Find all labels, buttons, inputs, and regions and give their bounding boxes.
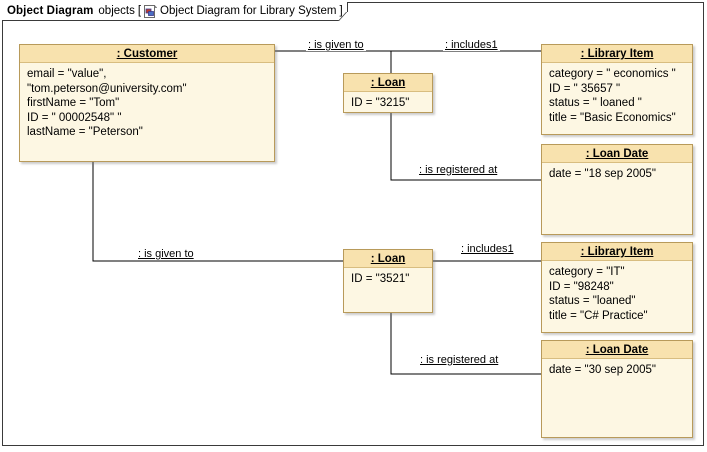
slot-title: title = "Basic Economics" <box>549 111 676 124</box>
loan-object-3521-header: : Loan <box>344 250 432 268</box>
loan-object-3521[interactable]: : Loan ID = "3521" <box>343 249 433 313</box>
loan-object-3521-title: : Loan <box>370 253 406 265</box>
library-item-object-98248-title: : Library Item <box>580 246 654 258</box>
bracket-close: ] <box>339 5 343 17</box>
customer-object-header: : Customer <box>20 45 274 63</box>
slot-id: ID = "98248" <box>549 280 614 293</box>
connector-customer-loan1 <box>275 50 392 73</box>
slot-date: date = "18 sep 2005" <box>549 168 656 180</box>
library-item-object-98248-header: : Library Item <box>542 243 692 261</box>
library-item-object-35657-title: : Library Item <box>580 48 654 60</box>
link-label-is-given-to-1: : is given to <box>306 39 366 51</box>
loan-date-object-30sep2005-slots: date = "30 sep 2005" <box>542 359 692 382</box>
link-label-includes1-1: : includes1 <box>443 39 500 51</box>
slot-id: ID = " 00002548" " <box>27 111 122 124</box>
slot-status: status = " loaned " <box>549 97 642 109</box>
loan-date-object-18sep2005-header: : Loan Date <box>542 145 692 163</box>
library-item-object-98248[interactable]: : Library Item category = "IT" ID = "982… <box>541 242 693 333</box>
loan-date-object-18sep2005-slots: date = "18 sep 2005" <box>542 163 692 186</box>
loan-object-3215[interactable]: : Loan ID = "3215" <box>343 73 433 113</box>
slot-lastname: lastName = "Peterson" <box>27 126 143 138</box>
library-item-object-35657-header: : Library Item <box>542 45 692 63</box>
slot-firstname: firstName = "Tom" <box>27 97 120 109</box>
slot-date: date = "30 sep 2005" <box>549 364 656 376</box>
diagram-kind-label: Object Diagram <box>7 5 94 17</box>
slot-id: ID = " 35657 " <box>549 82 621 95</box>
loan-object-3215-slots: ID = "3215" <box>344 92 432 115</box>
customer-object-title: : Customer <box>116 48 178 60</box>
loan-object-3215-header: : Loan <box>344 74 432 92</box>
diagram-title-label: Object Diagram for Library System <box>160 5 337 17</box>
slot-category: category = " economics " <box>549 68 676 80</box>
link-label-includes1-2: : includes1 <box>459 243 516 255</box>
slot-email-value: "tom.peterson@university.com" <box>27 82 187 95</box>
loan-date-object-18sep2005-title: : Loan Date <box>585 148 649 160</box>
slot-id: ID = "3215" <box>351 97 410 109</box>
slot-title: title = "C# Practice" <box>549 309 648 322</box>
library-item-object-35657-slots: category = " economics " ID = " 35657 " … <box>542 63 692 129</box>
link-label-is-given-to-2: : is given to <box>136 248 196 260</box>
bracket-open: [ <box>137 5 142 17</box>
connector-customer-loan2 <box>92 162 392 262</box>
diagram-frame: : is given to : includes1 : is registere… <box>2 2 704 446</box>
slot-email: email = "value", <box>27 68 107 80</box>
loan-object-3521-slots: ID = "3521" <box>344 268 432 291</box>
loan-date-object-30sep2005-title: : Loan Date <box>585 344 649 356</box>
link-label-is-registered-at-1: : is registered at <box>417 164 500 176</box>
customer-object[interactable]: : Customer email = "value", "tom.peterso… <box>19 44 275 162</box>
customer-object-slots: email = "value", "tom.peterson@universit… <box>20 63 274 144</box>
library-item-object-98248-slots: category = "IT" ID = "98248" status = "l… <box>542 261 692 327</box>
loan-date-object-30sep2005[interactable]: : Loan Date date = "30 sep 2005" <box>541 340 693 438</box>
diagram-name-label: objects <box>98 5 135 17</box>
object-diagram-icon <box>144 4 158 18</box>
slot-status: status = "loaned" <box>549 295 636 307</box>
loan-date-object-30sep2005-header: : Loan Date <box>542 341 692 359</box>
loan-date-object-18sep2005[interactable]: : Loan Date date = "18 sep 2005" <box>541 144 693 235</box>
slot-category: category = "IT" <box>549 266 625 278</box>
loan-object-3215-title: : Loan <box>370 77 406 89</box>
slot-id: ID = "3521" <box>351 273 410 285</box>
diagram-frame-tab[interactable]: Object Diagram objects [ Object Diagram … <box>2 2 356 21</box>
link-label-is-registered-at-2: : is registered at <box>418 354 501 366</box>
library-item-object-35657[interactable]: : Library Item category = " economics " … <box>541 44 693 135</box>
